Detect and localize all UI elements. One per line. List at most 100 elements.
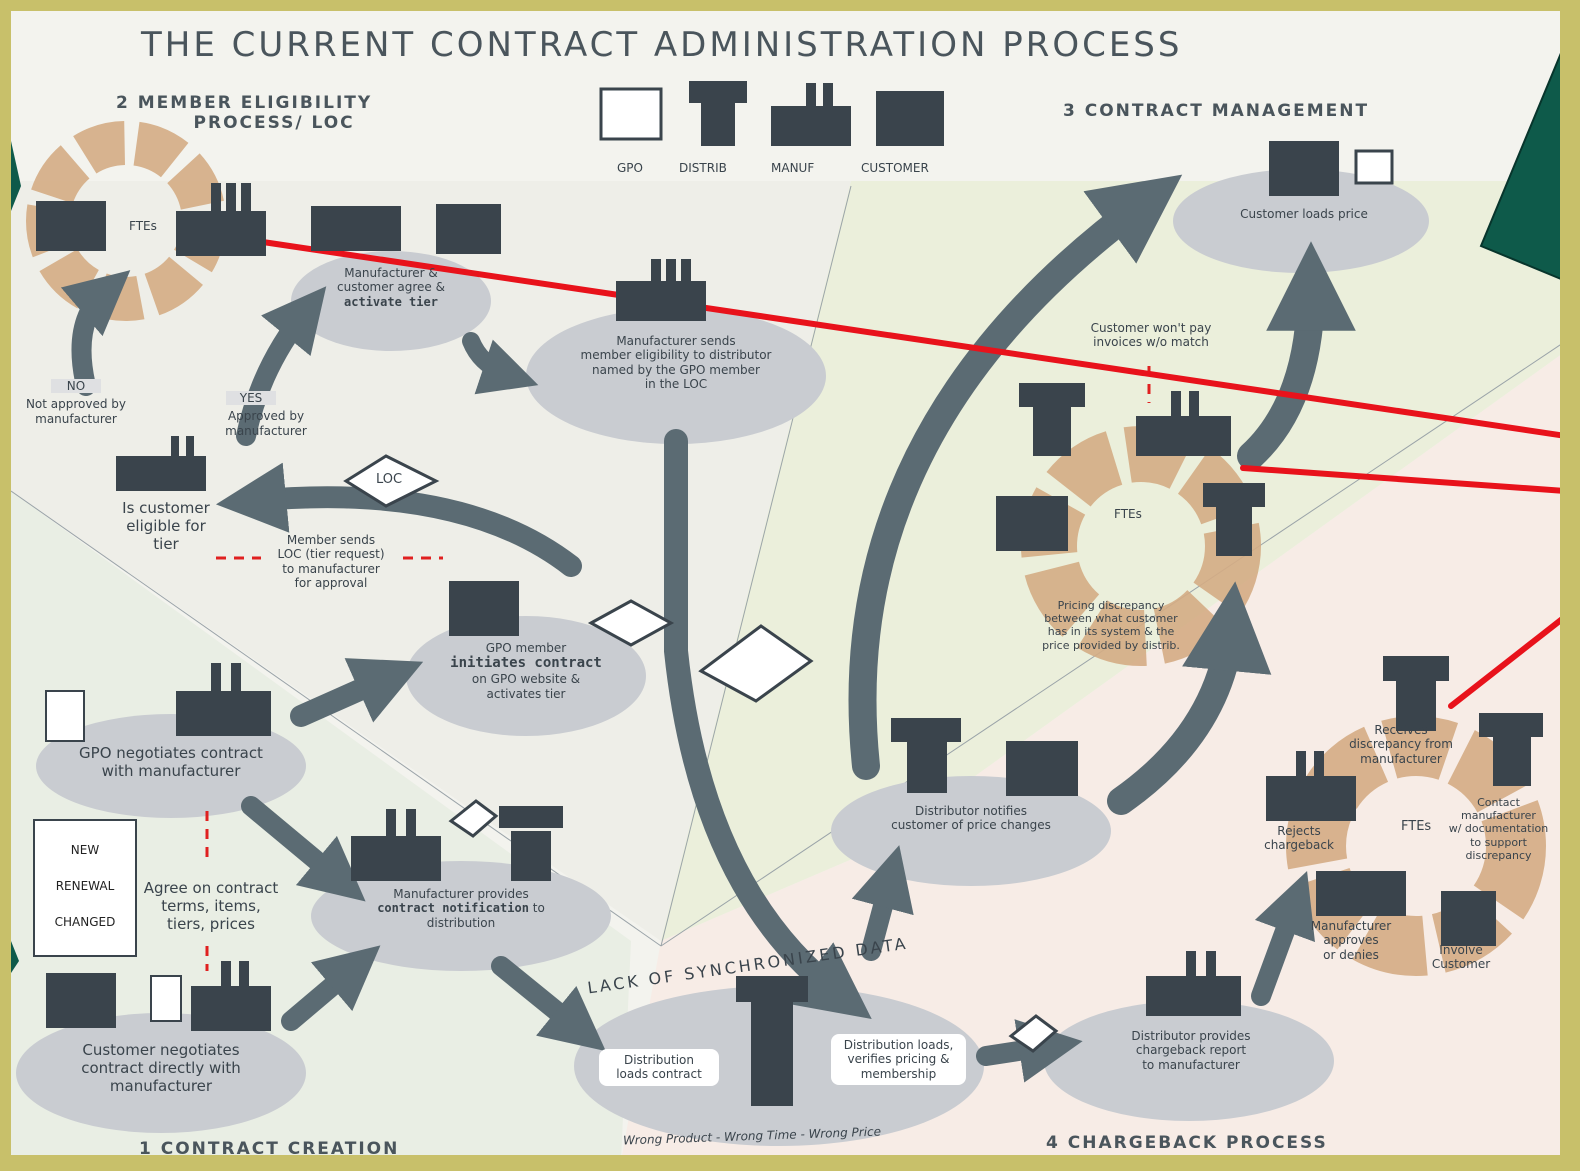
- wont-pay-l2: invoices w/o match: [1093, 335, 1209, 350]
- yes-label: YES: [226, 391, 276, 406]
- callout-left-bottom: [11, 941, 19, 973]
- section-2-line-2: PROCESS/ LOC: [193, 113, 355, 134]
- customer-negotiates-text: Customer negotiates contract directly wi…: [51, 1041, 271, 1095]
- receives-l3: manufacturer: [1360, 751, 1442, 766]
- flow-arrows: [60, 174, 1356, 1083]
- receives-l2: discrepancy from: [1349, 737, 1453, 752]
- eligible-l2: eligible for: [126, 517, 206, 535]
- chargeback-report-l2: chargeback report: [1135, 1043, 1247, 1058]
- contact-l2: manufacturer: [1461, 809, 1536, 823]
- loop2-l4: price provided by distrib.: [1042, 638, 1180, 652]
- activate-bold: activate tier: [344, 294, 438, 309]
- eligible-l3: tier: [153, 535, 179, 553]
- dist-notifies-l2: customer of price changes: [891, 818, 1051, 833]
- legend-distrib: DISTRIB: [679, 161, 727, 175]
- diagram-canvas: [11, 52, 1560, 1155]
- chargeback-report-l3: to manufacturer: [1142, 1057, 1240, 1072]
- mfr-sends-text: Manufacturer sends member eligibility to…: [551, 334, 801, 392]
- doc-changed: CHANGED: [54, 915, 116, 929]
- dist-verifies: Distribution loads, verifies pricing & m…: [831, 1034, 966, 1086]
- pricing-discrepancy-text: Pricing discrepancy between what custome…: [1026, 599, 1196, 652]
- icon-silhouettes: [36, 81, 1543, 1106]
- bubble-mfr-sends: [526, 308, 826, 444]
- bubble-gpo-neg: [36, 714, 306, 818]
- dist-notifies-text: Distributor notifies customer of price c…: [866, 804, 1076, 833]
- loop3-ftes: FTEs: [1401, 819, 1432, 834]
- notification-text: Manufacturer provides contract notificat…: [356, 887, 566, 930]
- cust-neg-l1: Customer negotiates: [82, 1041, 240, 1059]
- activate-line-2: customer agree &: [337, 280, 445, 295]
- agree-l3: tiers, prices: [167, 915, 255, 933]
- involve-l2: Customer: [1431, 957, 1491, 972]
- dist-verifies-l1: Distribution loads,: [843, 1038, 954, 1052]
- agree-l2: terms, items,: [161, 897, 261, 915]
- mfr-sends-l3: named by the GPO member: [592, 362, 760, 377]
- chargeback-report-text: Distributor provides chargeback report t…: [1106, 1029, 1276, 1072]
- yes-text-1: Approved by: [227, 409, 305, 424]
- approves-l2: approves: [1323, 933, 1379, 948]
- involve-text: Involve Customer: [1421, 943, 1501, 972]
- section-1-title: 1 CONTRACT CREATION: [139, 1139, 400, 1158]
- loc-badge: LOC: [376, 472, 403, 487]
- bubble-cust-neg: [16, 1013, 306, 1133]
- member-sends-l4: for approval: [294, 576, 368, 591]
- contact-l3: w/ documentation: [1448, 822, 1549, 836]
- bubble-chargeback-report: [1044, 1001, 1334, 1121]
- callout-left-top: [11, 141, 21, 211]
- no-branch: NO Not approved by manufacturer: [16, 379, 136, 426]
- wont-pay-text: Customer won't pay invoices w/o match: [1061, 321, 1241, 350]
- customer-loads-price: Customer loads price: [1240, 207, 1368, 221]
- approves-text: Manufacturer approves or denies: [1301, 919, 1401, 962]
- contact-text: Contact manufacturer w/ documentation to…: [1441, 796, 1556, 862]
- agree-l1: Agree on contract: [143, 879, 279, 897]
- agree-text: Agree on contract terms, items, tiers, p…: [136, 879, 286, 933]
- chargeback-report-l1: Distributor provides: [1131, 1029, 1251, 1043]
- doc-renewal: RENEWAL: [55, 879, 115, 893]
- notif-l1: Manufacturer provides: [393, 887, 529, 901]
- rejects-l1: Rejects: [1277, 824, 1321, 838]
- bubbles: [16, 169, 1429, 1146]
- approves-l3: or denies: [1323, 947, 1379, 962]
- no-text-1: Not approved by: [25, 397, 127, 412]
- member-sends-l1: Member sends: [286, 533, 376, 547]
- initiates-l1: GPO member: [485, 641, 567, 655]
- member-sends-text: Member sends LOC (tier request) to manuf…: [261, 533, 401, 591]
- bubble-notif: [311, 861, 611, 971]
- cust-neg-l2: contract directly with: [81, 1059, 241, 1077]
- eligible-l1: Is customer: [122, 499, 210, 517]
- initiates-l4: activates tier: [486, 686, 566, 701]
- region-contract-management: [661, 181, 1560, 941]
- mfr-sends-l4: in the LOC: [644, 377, 708, 392]
- dashed-red-connectors: [205, 366, 1151, 971]
- bubble-cust-loads: [1173, 169, 1429, 273]
- yes-text-2: manufacturer: [225, 423, 307, 438]
- mfr-sends-l1: Manufacturer sends: [616, 334, 736, 348]
- rejects-l2: chargeback: [1264, 838, 1334, 853]
- dist-notifies-l1: Distributor notifies: [915, 804, 1027, 818]
- loop2-ftes: FTEs: [1114, 507, 1142, 521]
- receives-l1: Receives: [1374, 723, 1428, 737]
- wont-pay-l1: Customer won't pay: [1090, 321, 1212, 335]
- member-sends-l3: to manufacturer: [282, 561, 380, 576]
- involve-l1: Involve: [1439, 943, 1483, 957]
- red-annotation-lines: [233, 235, 1560, 709]
- dist-loads-contract: Distribution loads contract: [599, 1049, 719, 1086]
- no-text-2: manufacturer: [35, 411, 117, 426]
- eligible-question: Is customer eligible for tier: [111, 499, 221, 553]
- yes-branch: YES Approved by manufacturer: [211, 391, 321, 438]
- gpo-neg-l1: GPO negotiates contract: [79, 744, 263, 762]
- contract-type-document: NEW RENEWAL CHANGED: [33, 819, 137, 957]
- dist-loads-l2: loads contract: [616, 1067, 702, 1082]
- bubble-initiates: [406, 616, 646, 736]
- contact-l1: Contact: [1477, 796, 1520, 809]
- tag-shapes: [343, 454, 1059, 1053]
- bubble-activate: [291, 251, 491, 351]
- cust-neg-l3: manufacturer: [109, 1077, 213, 1095]
- activate-tier-text: Manufacturer & customer agree & activate…: [311, 266, 471, 309]
- dist-verifies-l3: membership: [860, 1066, 937, 1081]
- notif-l3: distribution: [426, 915, 496, 930]
- initiates-text: GPO member initiates contract on GPO web…: [426, 641, 626, 701]
- callout-top-right: [1479, 52, 1560, 280]
- section-2-line-1: 2 MEMBER ELIGIBILITY: [116, 93, 373, 113]
